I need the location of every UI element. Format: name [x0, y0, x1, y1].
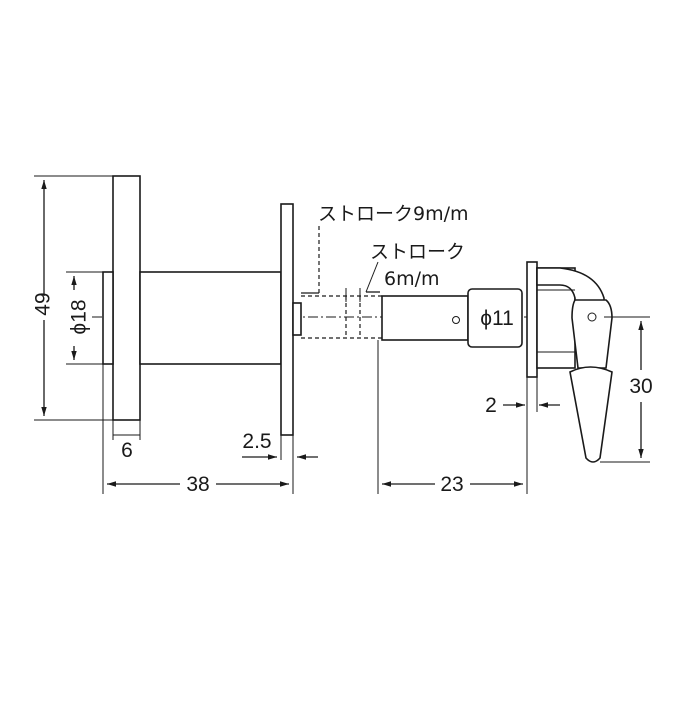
stroke-6-label-line1: ストローク [370, 241, 465, 263]
dim-2-5-label: 2.5 [242, 430, 271, 453]
dim-6 [112, 420, 141, 440]
dim-2-label: 2 [485, 394, 497, 417]
bracket-plate [526, 261, 538, 378]
pin-hole [452, 316, 460, 324]
lever-pivot [587, 312, 597, 322]
dim-49-label: 49 [32, 292, 55, 315]
stroke-6-label-line2: 6m/m [384, 268, 440, 290]
stroke-9-label: ストローク9m/m [318, 203, 469, 225]
lever-arm [571, 299, 613, 369]
shaft-stub [292, 302, 302, 336]
dim-23 [377, 340, 528, 494]
dim-phi18-label: ϕ18 [68, 299, 91, 334]
dim-38-label: 38 [186, 473, 209, 496]
dim-stroke-9 [301, 226, 320, 296]
dim-2 [503, 377, 560, 412]
right-plate [280, 203, 294, 436]
left-flange [112, 175, 141, 421]
dim-23-label: 23 [440, 473, 463, 496]
dim-30 [600, 316, 650, 463]
body-cylinder [139, 271, 282, 365]
dim-49 [34, 175, 113, 421]
lever-handle [569, 366, 613, 463]
dim-30-label: 30 [629, 375, 652, 398]
dim-6-label: 6 [121, 439, 133, 462]
shaft-travel-dashed [301, 295, 383, 339]
dim-stroke-6 [345, 261, 380, 302]
left-boss [102, 271, 114, 365]
dim-38 [102, 364, 294, 494]
dim-phi18 [66, 271, 103, 365]
dim-phi11-label: ϕ11 [480, 307, 514, 330]
shaft [381, 295, 469, 341]
dim-2-5 [242, 435, 318, 460]
collar-phi11 [467, 288, 523, 348]
